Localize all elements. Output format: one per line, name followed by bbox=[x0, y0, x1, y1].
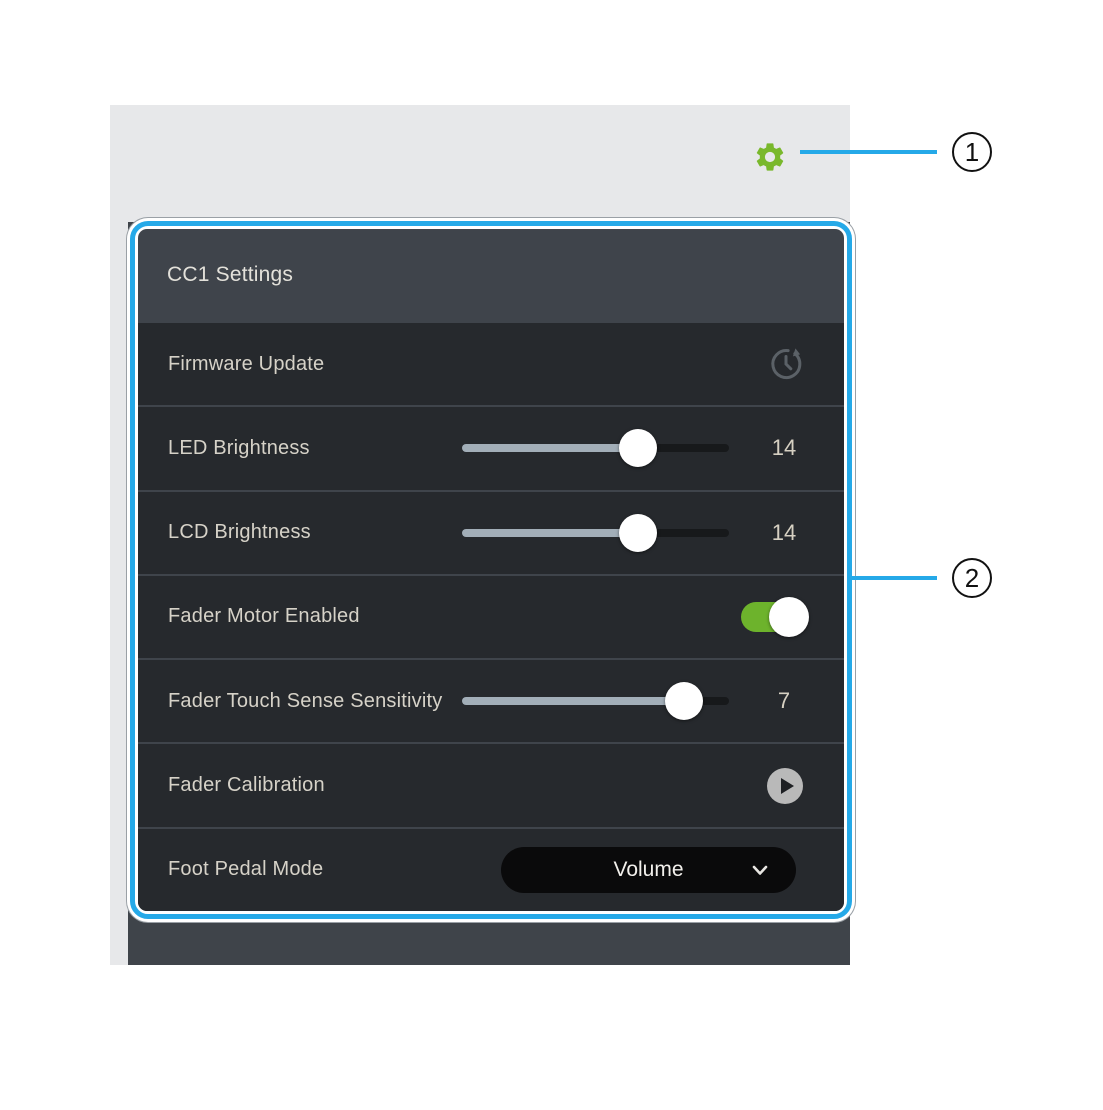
row-fader-touch-sense-sensitivity: Fader Touch Sense Sensitivity 7 bbox=[138, 658, 844, 743]
fader-motor-toggle[interactable] bbox=[741, 596, 809, 637]
fader-touch-sense-value: 7 bbox=[777, 688, 791, 714]
row-label: Foot Pedal Mode bbox=[168, 858, 324, 881]
led-brightness-value: 14 bbox=[771, 435, 797, 461]
row-label: Firmware Update bbox=[168, 352, 325, 375]
toggle-knob[interactable] bbox=[769, 596, 809, 637]
chevron-down-icon bbox=[750, 860, 770, 880]
panel-header: CC1 Settings bbox=[138, 229, 844, 321]
row-foot-pedal-mode: Foot Pedal Mode Volume bbox=[138, 826, 844, 911]
play-icon bbox=[776, 777, 795, 794]
history-clock-icon bbox=[768, 346, 804, 382]
fader-calibration-start-button[interactable] bbox=[767, 767, 803, 804]
slider-fill bbox=[462, 528, 639, 537]
row-fader-calibration[interactable]: Fader Calibration bbox=[138, 742, 844, 827]
row-lcd-brightness: LCD Brightness 14 bbox=[138, 489, 844, 574]
row-led-brightness: LED Brightness 14 bbox=[138, 405, 844, 490]
row-firmware-update[interactable]: Firmware Update bbox=[138, 321, 844, 406]
callout-badge-2: 2 bbox=[952, 558, 992, 598]
cc1-settings-panel: CC1 Settings Firmware Update bbox=[138, 229, 844, 911]
callout-line-2 bbox=[851, 576, 937, 580]
row-label: Fader Touch Sense Sensitivity bbox=[168, 689, 443, 712]
slider-thumb[interactable] bbox=[619, 513, 658, 552]
slider-fill bbox=[462, 697, 684, 706]
callout-number-1: 1 bbox=[964, 136, 980, 167]
gear-icon bbox=[753, 140, 787, 174]
row-fader-motor-enabled: Fader Motor Enabled bbox=[138, 573, 844, 659]
foot-pedal-mode-dropdown[interactable]: Volume bbox=[501, 846, 796, 893]
fader-touch-sense-slider[interactable] bbox=[462, 681, 729, 721]
callout-badge-1: 1 bbox=[952, 132, 992, 172]
row-label: Fader Calibration bbox=[168, 774, 325, 797]
foot-pedal-mode-value: Volume bbox=[613, 857, 684, 881]
slider-thumb[interactable] bbox=[664, 682, 703, 721]
callout-number-2: 2 bbox=[964, 562, 980, 593]
firmware-update-button[interactable] bbox=[768, 346, 804, 382]
slider-thumb[interactable] bbox=[619, 429, 658, 468]
slider-fill bbox=[462, 444, 639, 453]
led-brightness-slider[interactable] bbox=[462, 428, 729, 468]
settings-button[interactable] bbox=[749, 136, 791, 178]
panel-title: CC1 Settings bbox=[167, 263, 294, 286]
row-label: LED Brightness bbox=[168, 436, 310, 459]
highlighted-settings-panel: CC1 Settings Firmware Update bbox=[130, 221, 852, 919]
lcd-brightness-slider[interactable] bbox=[462, 513, 729, 553]
callout-line-1 bbox=[800, 150, 937, 154]
lcd-brightness-value: 14 bbox=[771, 519, 797, 545]
row-label: LCD Brightness bbox=[168, 521, 311, 544]
row-label: Fader Motor Enabled bbox=[168, 605, 360, 628]
